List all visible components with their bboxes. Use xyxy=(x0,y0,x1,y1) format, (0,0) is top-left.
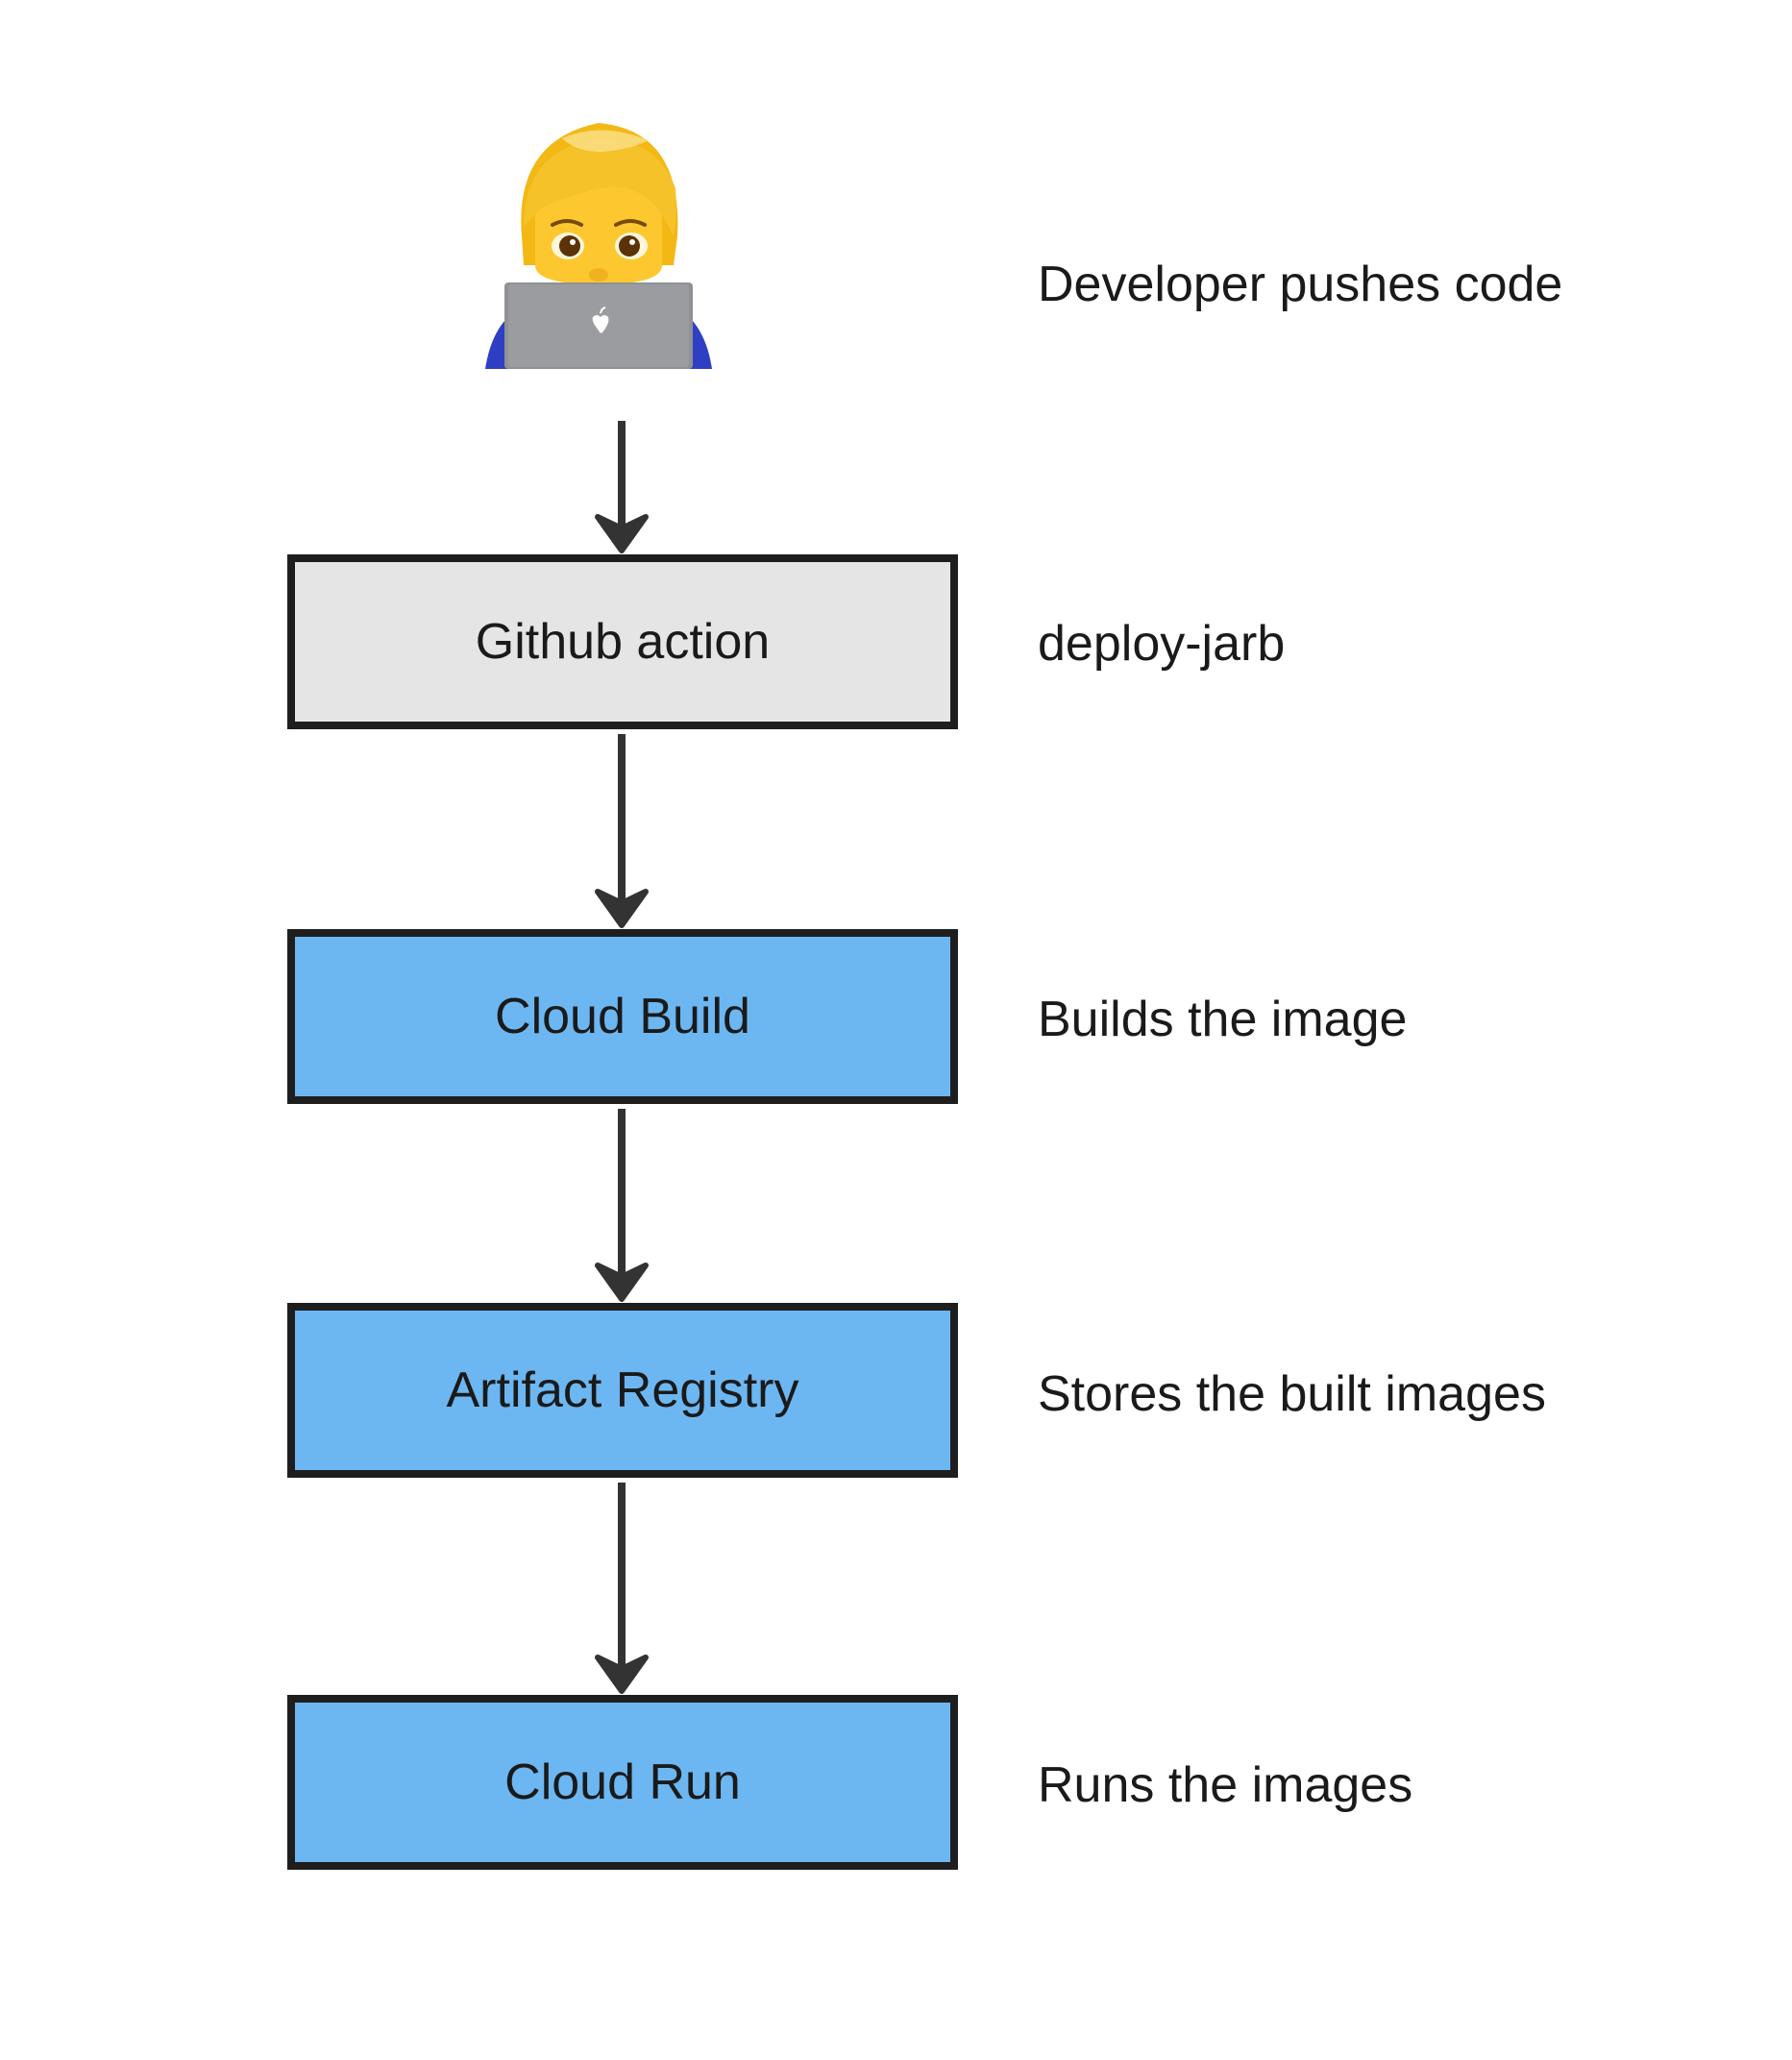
label-github-action-description: deploy-jarb xyxy=(1038,616,1286,672)
node-artifact-registry[interactable]: Artifact Registry xyxy=(287,1303,958,1478)
label-cloud-run-description: Runs the images xyxy=(1038,1757,1413,1813)
node-cloud-build[interactable]: Cloud Build xyxy=(287,929,958,1104)
arrow-developer-to-github-action xyxy=(595,421,649,553)
node-github-action-title: Github action xyxy=(475,614,771,670)
label-cloud-build-description: Builds the image xyxy=(1038,992,1408,1047)
node-cloud-run[interactable]: Cloud Run xyxy=(287,1695,958,1870)
node-artifact-registry-title: Artifact Registry xyxy=(446,1362,799,1418)
arrow-cloud-build-to-artifact-registry xyxy=(595,1109,649,1302)
arrow-github-action-to-cloud-build xyxy=(595,734,649,928)
arrow-artifact-registry-to-cloud-run xyxy=(595,1483,649,1694)
label-developer-pushes-code: Developer pushes code xyxy=(1038,257,1563,312)
node-github-action[interactable]: Github action xyxy=(287,554,958,729)
node-cloud-run-title: Cloud Run xyxy=(504,1754,741,1810)
label-artifact-registry-description: Stores the built images xyxy=(1038,1366,1546,1422)
developer-technologist-icon xyxy=(485,123,712,369)
node-cloud-build-title: Cloud Build xyxy=(495,989,750,1044)
